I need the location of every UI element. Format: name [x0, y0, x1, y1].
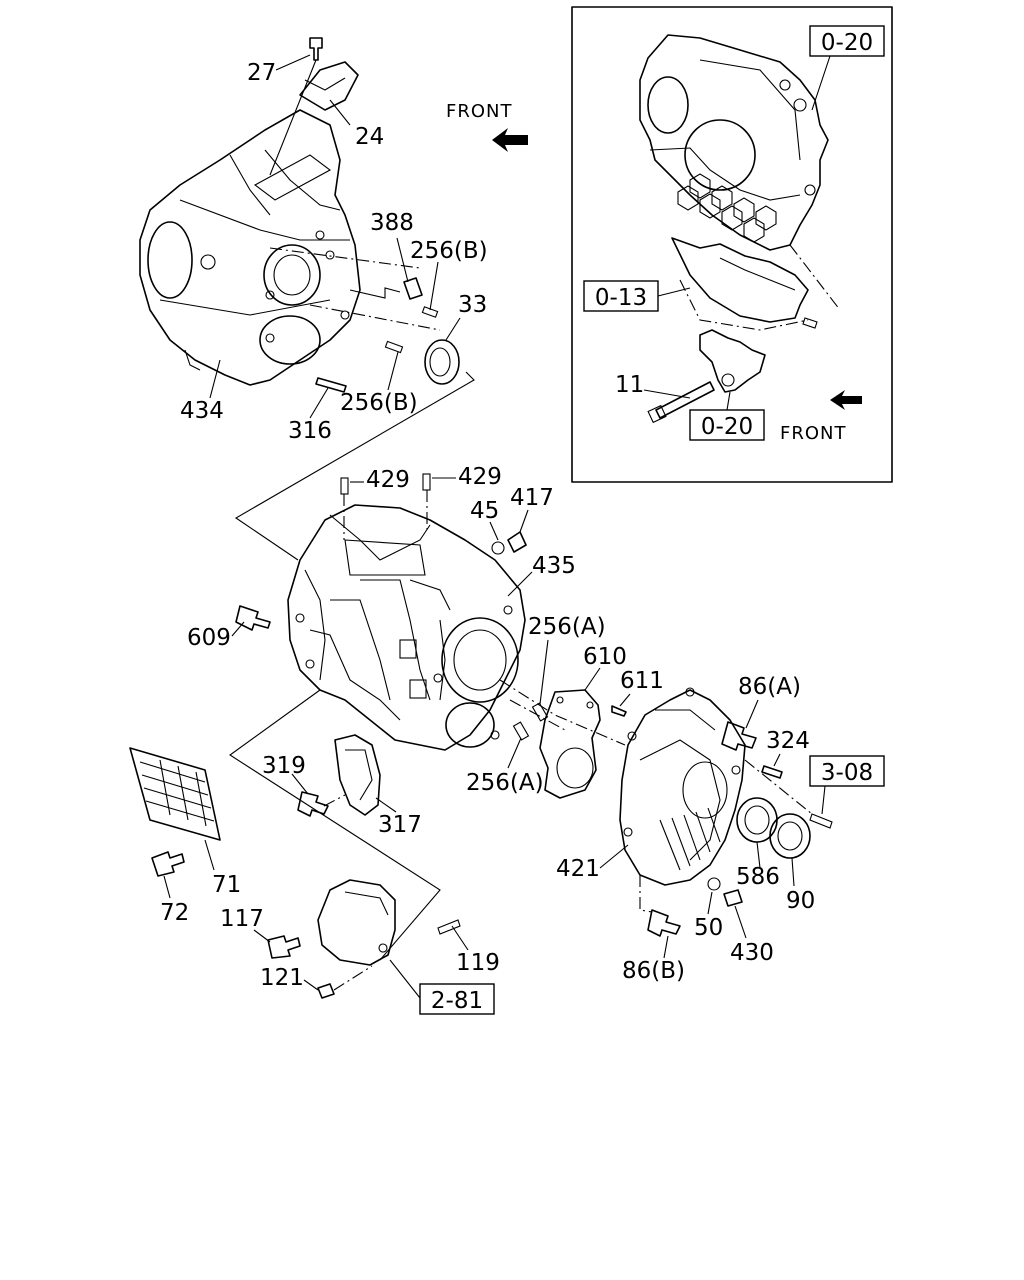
part-609-bolt [235, 605, 271, 631]
part-27-bolt [309, 37, 323, 61]
part-610-gasket [539, 689, 601, 799]
part-90-flange [769, 813, 811, 859]
part-stud-3-08 [809, 813, 833, 829]
label-256b-top: 256(B) [410, 238, 488, 264]
label-11: 11 [615, 372, 644, 398]
ref-0-20-bottom: 0-20 [701, 414, 753, 440]
label-256a-top: 256(A) [528, 614, 606, 640]
part-417-plug [507, 531, 527, 553]
part-2-81-cover [317, 879, 396, 966]
label-319: 319 [262, 753, 306, 779]
label-50: 50 [694, 915, 723, 941]
part-317-cover [334, 734, 381, 816]
inset-bolt-11 [655, 381, 715, 419]
ref-box-3-08 [809, 755, 885, 787]
part-429-pin-a [340, 477, 349, 495]
label-121: 121 [260, 965, 304, 991]
inset-bolt-small [802, 317, 818, 329]
label-27: 27 [247, 60, 276, 86]
inset-housing [639, 34, 829, 251]
part-45-oring [491, 541, 505, 555]
main-front-text: FRONT [446, 101, 513, 122]
ref-0-13: 0-13 [595, 285, 647, 311]
label-86b: 86(B) [622, 958, 685, 984]
inset-bracket [699, 329, 766, 393]
rear-cover-421 [619, 687, 746, 886]
inset-frame [571, 6, 893, 483]
part-256b-pin-bottom [384, 340, 404, 354]
part-319-bolt [297, 791, 329, 817]
label-429-a: 429 [366, 467, 410, 493]
part-611-bolt [611, 705, 627, 717]
label-45: 45 [470, 498, 499, 524]
label-417: 417 [510, 485, 554, 511]
part-324-stud [761, 765, 783, 779]
label-421: 421 [556, 856, 600, 882]
label-256a-bottom: 256(A) [466, 770, 544, 796]
ref-box-0-20-top [809, 25, 885, 57]
label-24: 24 [355, 124, 384, 150]
label-388: 388 [370, 210, 414, 236]
ref-2-81: 2-81 [431, 988, 483, 1014]
part-316-plate [315, 377, 347, 393]
part-121-nut [317, 983, 335, 999]
inset-front-text: FRONT [780, 423, 847, 444]
label-316: 316 [288, 418, 332, 444]
label-71: 71 [212, 872, 241, 898]
label-609: 609 [187, 625, 231, 651]
part-86b-bolt [647, 909, 681, 937]
inset-front-arrow-icon [830, 390, 862, 410]
label-435: 435 [532, 553, 576, 579]
label-90: 90 [786, 888, 815, 914]
part-429-pin-b [422, 473, 431, 491]
part-388-sleeve [403, 277, 423, 300]
bell-housing-434 [139, 109, 361, 386]
label-434: 434 [180, 398, 224, 424]
inset-cover-plate [671, 237, 809, 323]
part-256a-pin-bottom [512, 721, 530, 741]
ref-box-0-20-bottom [689, 409, 765, 441]
transmission-case-435 [287, 504, 526, 751]
label-610: 610 [583, 644, 627, 670]
part-24-cover [299, 61, 359, 111]
part-256b-pin-top [421, 306, 439, 318]
part-71-strainer [129, 747, 221, 841]
part-586-seal [736, 797, 778, 843]
label-430: 430 [730, 940, 774, 966]
label-324: 324 [766, 728, 810, 754]
main-front-arrow-icon [492, 128, 528, 152]
part-117-bolt [267, 935, 301, 959]
ref-0-20-top: 0-20 [821, 30, 873, 56]
part-50-washer [707, 877, 721, 891]
label-317: 317 [378, 812, 422, 838]
part-33-seal [424, 339, 460, 385]
label-86a: 86(A) [738, 674, 801, 700]
label-256b-bottom: 256(B) [340, 390, 418, 416]
label-429-b: 429 [458, 464, 502, 490]
part-119-stud [437, 919, 461, 935]
ref-3-08: 3-08 [821, 760, 873, 786]
label-586: 586 [736, 864, 780, 890]
part-86a-bolt [721, 721, 757, 751]
part-430-plug [723, 889, 743, 907]
part-72-bolt [151, 851, 185, 877]
label-33: 33 [458, 292, 487, 318]
label-119: 119 [456, 950, 500, 976]
label-72: 72 [160, 900, 189, 926]
ref-box-2-81 [419, 983, 495, 1015]
label-117: 117 [220, 906, 264, 932]
label-611: 611 [620, 668, 664, 694]
